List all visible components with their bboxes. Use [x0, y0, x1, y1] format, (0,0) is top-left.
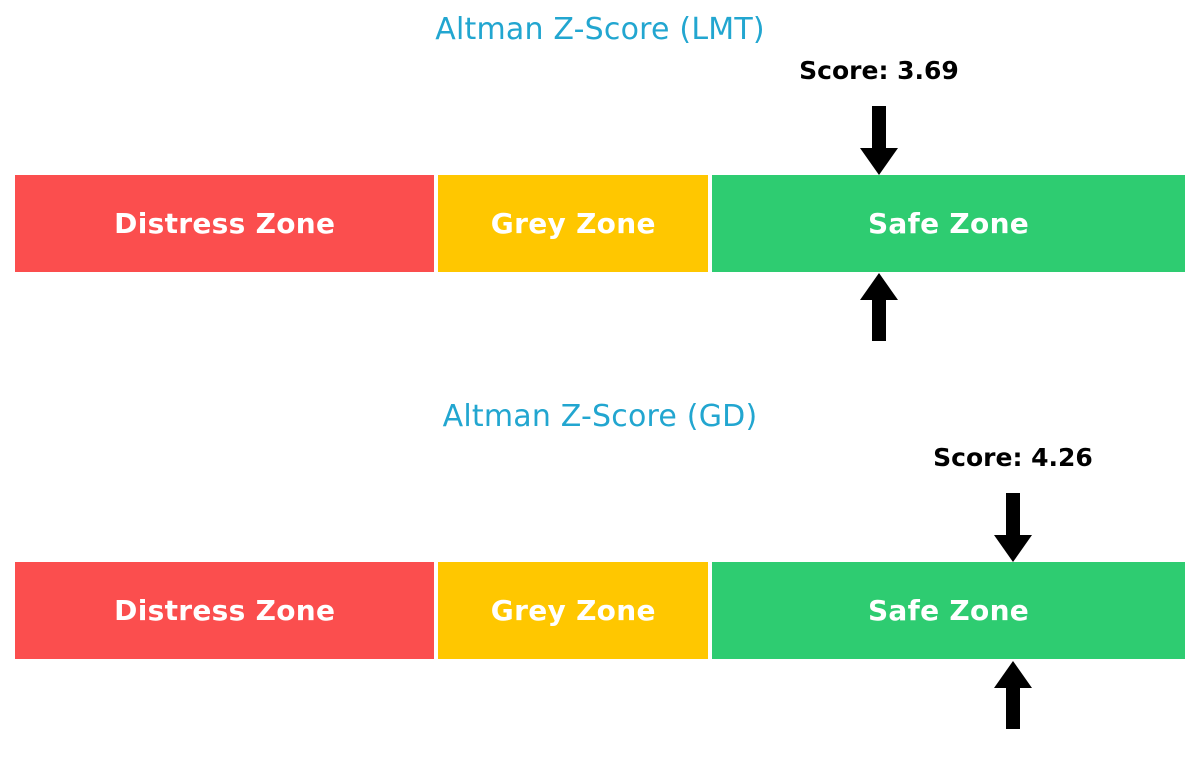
zone-distress-lmt: Distress Zone	[15, 175, 435, 272]
chart-title-gd: Altman Z-Score (GD)	[442, 399, 758, 434]
zone-label-grey-gd: Grey Zone	[490, 594, 656, 627]
zone-distress-gd: Distress Zone	[15, 562, 435, 659]
arrow-shaft	[1006, 493, 1020, 535]
arrow-shaft	[1006, 687, 1020, 729]
score-label-lmt: Score: 3.69	[799, 56, 959, 85]
arrow-shaft	[872, 106, 886, 148]
zone-bar-gd: Distress Zone Grey Zone Safe Zone	[15, 562, 1185, 659]
zone-bar-lmt: Distress Zone Grey Zone Safe Zone	[15, 175, 1185, 272]
score-label-gd: Score: 4.26	[933, 443, 1093, 472]
panel-lmt: Altman Z-Score (LMT) Score: 3.69 Distres…	[15, 12, 1185, 342]
zone-safe-lmt: Safe Zone	[712, 175, 1185, 272]
arrow-head	[860, 273, 898, 300]
zone-label-safe-lmt: Safe Zone	[867, 207, 1030, 240]
zone-label-distress-gd: Distress Zone	[114, 594, 336, 627]
panel-gd: Altman Z-Score (GD) Score: 4.26 Distress…	[0, 387, 1200, 774]
zone-label-distress-lmt: Distress Zone	[114, 207, 336, 240]
zone-grey-gd: Grey Zone	[438, 562, 709, 659]
zone-grey-lmt: Grey Zone	[438, 175, 709, 272]
score-marker-arrow-up-lmt	[859, 273, 899, 342]
zone-label-safe-gd: Safe Zone	[867, 594, 1030, 627]
arrow-head	[860, 148, 898, 175]
arrow-shaft	[872, 299, 886, 341]
score-marker-arrow-down-gd	[993, 493, 1033, 562]
arrow-head	[994, 535, 1032, 562]
score-marker-arrow-down-lmt	[859, 106, 899, 175]
chart-title-lmt: Altman Z-Score (LMT)	[435, 12, 765, 47]
zone-label-grey-lmt: Grey Zone	[490, 207, 656, 240]
arrow-head	[994, 661, 1032, 688]
score-marker-arrow-up-gd	[993, 661, 1033, 730]
zone-safe-gd: Safe Zone	[712, 562, 1185, 659]
